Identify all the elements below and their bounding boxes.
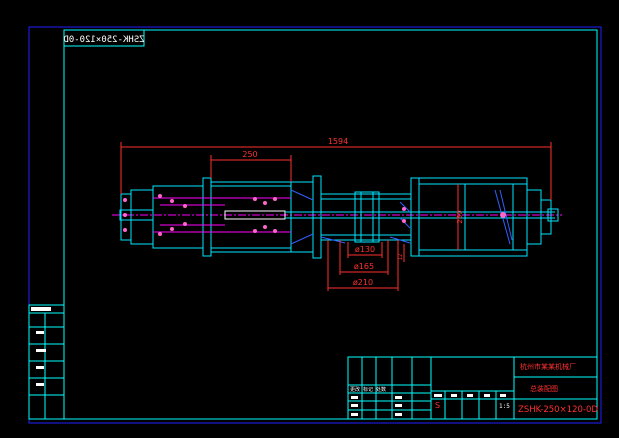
section-hatching [290,189,513,245]
dim-dia-165: ø165 [354,262,374,271]
revision-header: 更改 标记 处数 [350,386,386,393]
dim-stroke: 250 [242,150,257,159]
dim-small: 12 [398,254,404,260]
left-margin-table [28,304,65,420]
dimensions [120,142,552,291]
dim-dia-130: ø130 [355,245,375,254]
dim-dia-210: ø210 [353,278,373,287]
fasteners [123,194,506,236]
dim-overall-length: 1594 [328,137,348,146]
sheet-mark: S [435,401,440,410]
company-name: 杭州市某某机械厂 [520,362,576,371]
drawing-code: ZSHK-250×120-0D [518,405,598,415]
cylinder-assembly [112,175,562,259]
corner-code-box: ZSHK-250×120-0D [63,29,145,47]
scale-value: 1:5 [499,403,510,410]
dimension-text: 1594 250 250 ø130 ø165 ø210 12 [242,137,464,287]
dim-height: 250 [456,210,464,223]
corner-code-text: ZSHK-250×120-0D [63,35,144,45]
drawing-name: 总装配图 [530,384,558,393]
title-block: 更改 标记 处数 杭州市某某机械厂 总装配图 ZSHK-250×120-0D 1… [347,356,598,420]
